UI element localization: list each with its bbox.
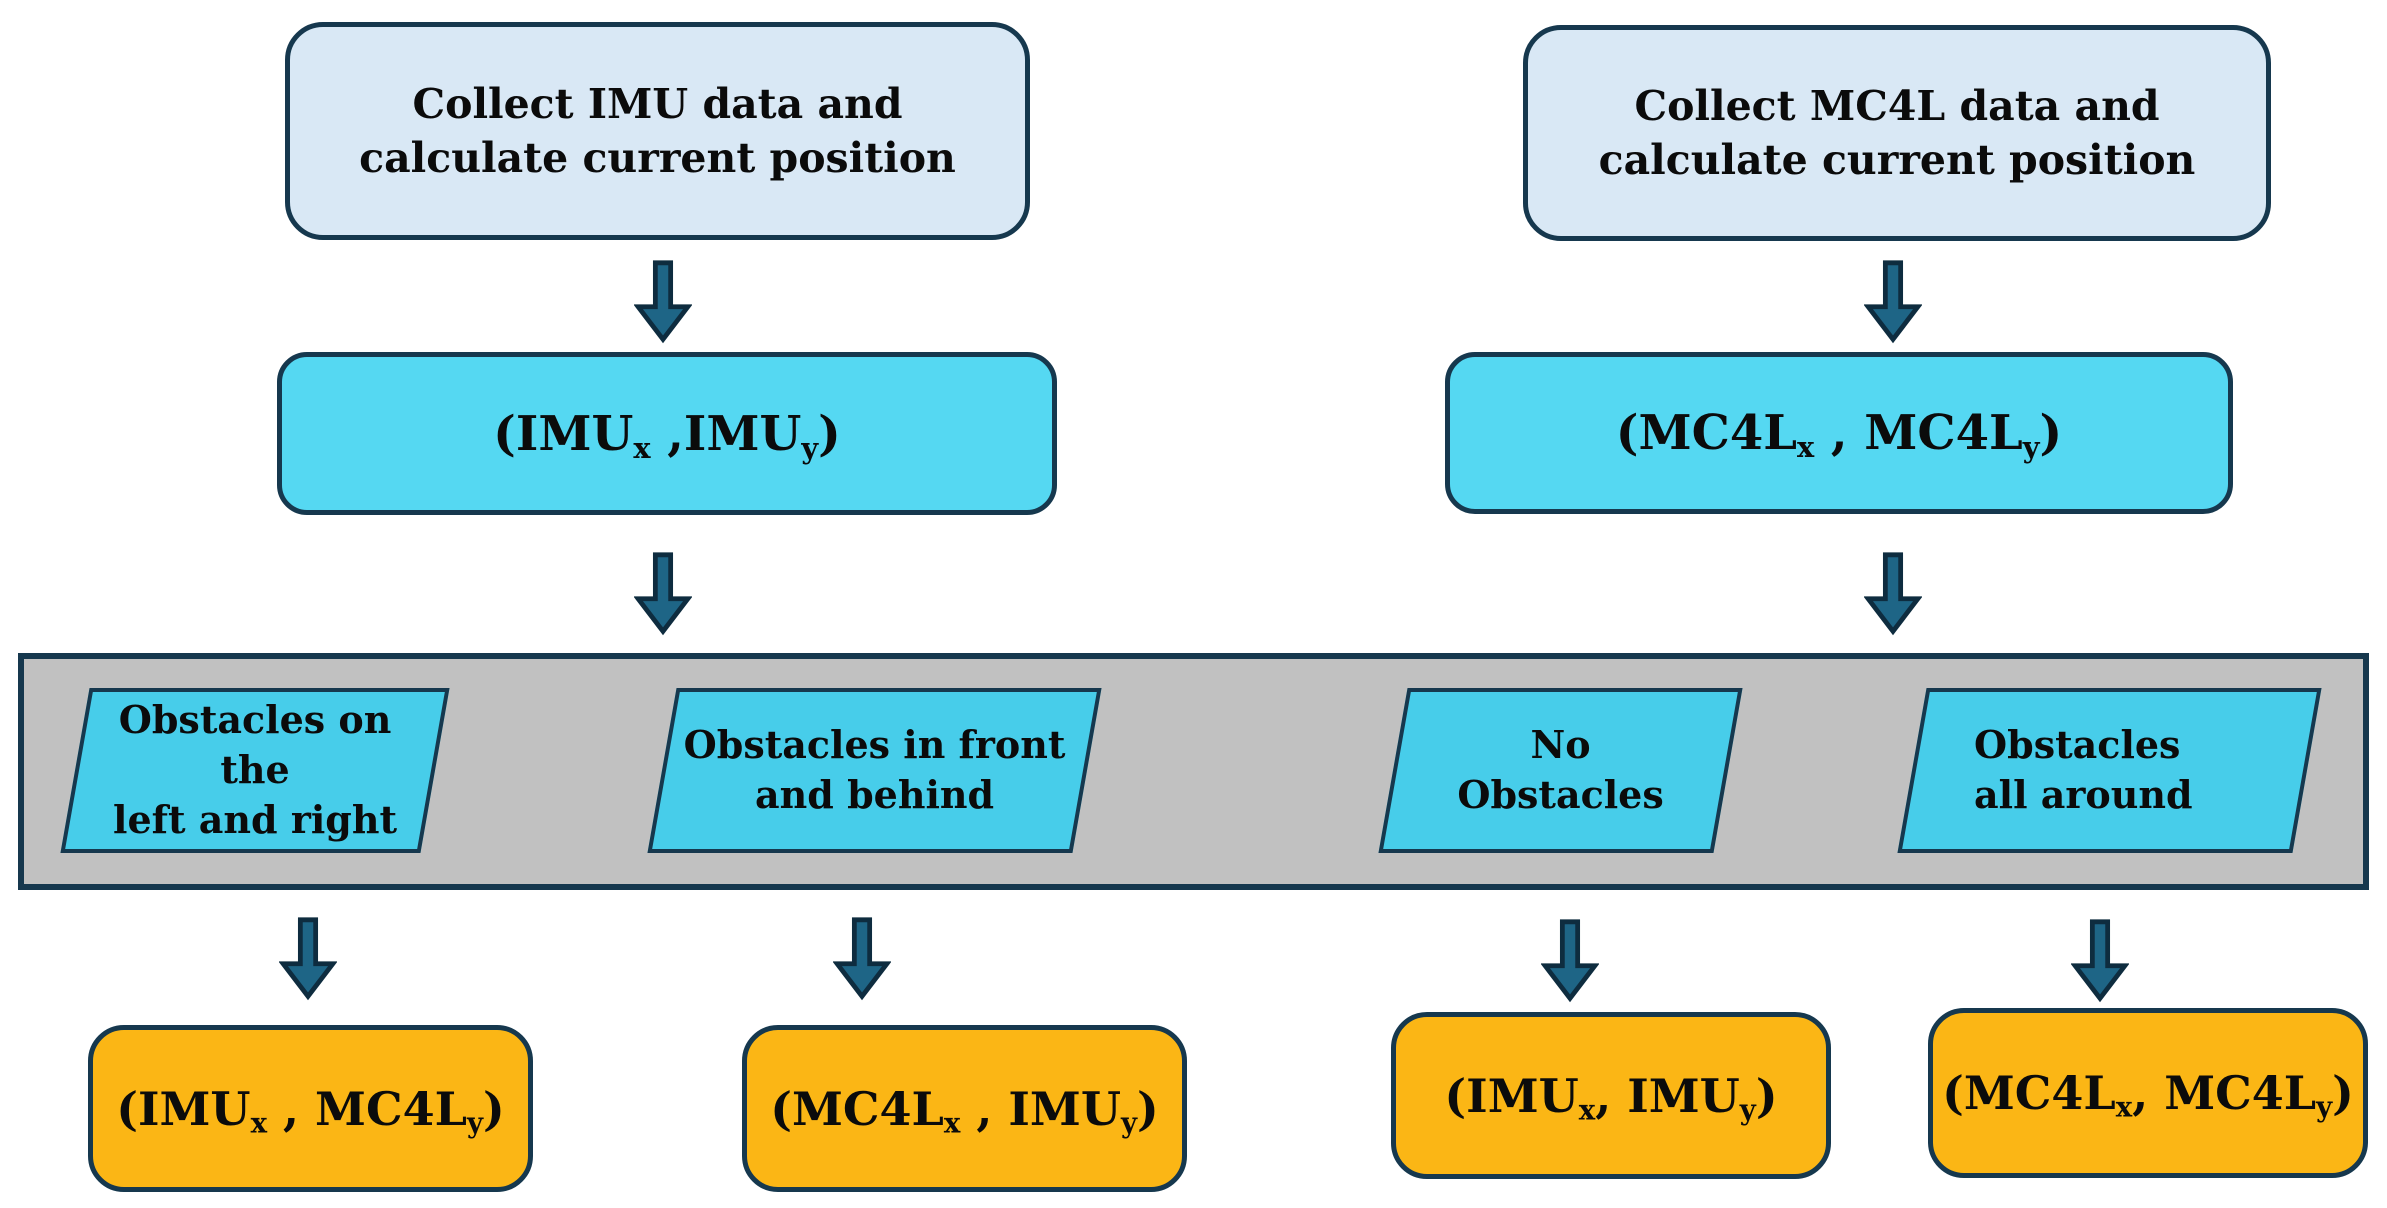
process-collect-mc4l-line2: calculate current position: [1598, 136, 2196, 184]
data-mc4l-position: (MC4Lx , MC4Ly): [1445, 352, 2233, 514]
data-imu-position: (IMUx ,IMUy): [277, 352, 1057, 515]
down-arrow-icon: [279, 917, 337, 1001]
data-mc4l-position-label: (MC4Lx , MC4Ly): [1615, 405, 2063, 465]
output-mc4lx-imuy-label: (MC4Lx , IMUy): [770, 1081, 1159, 1140]
output-imux-imuy: (IMUx, IMUy): [1391, 1012, 1831, 1179]
output-mc4lx-mc4ly-label: (MC4Lx, MC4Ly): [1942, 1066, 2354, 1124]
output-mc4lx-mc4ly: (MC4Lx, MC4Ly): [1928, 1008, 2368, 1178]
data-imu-position-label: (IMUx ,IMUy): [493, 405, 841, 465]
condition-obstacles-all-around: Obstacles all around: [1897, 688, 2322, 853]
down-arrow-icon: [634, 552, 692, 636]
process-collect-mc4l-line1: Collect MC4L data and: [1634, 81, 2160, 130]
condition-obstacles-all-around-label: Obstacles all around: [1974, 722, 2193, 818]
process-collect-imu-line2: calculate current position: [359, 134, 956, 182]
output-mc4lx-imuy: (MC4Lx , IMUy): [742, 1025, 1187, 1192]
condition-no-obstacles-label: No Obstacles: [1457, 722, 1664, 818]
down-arrow-icon: [1864, 260, 1922, 344]
process-collect-imu-line1: Collect IMU data and: [412, 79, 903, 128]
condition-obstacles-left-right-label: Obstacles on the left and right: [113, 697, 397, 843]
output-imux-imuy-label: (IMUx, IMUy): [1444, 1068, 1778, 1127]
condition-obstacles-left-right: Obstacles on the left and right: [60, 688, 450, 853]
process-collect-imu: Collect IMU data and calculate current p…: [285, 22, 1030, 240]
down-arrow-icon: [1864, 552, 1922, 636]
condition-no-obstacles: No Obstacles: [1378, 688, 1743, 853]
condition-obstacles-front-behind: Obstacles in front and behind: [647, 688, 1102, 853]
down-arrow-icon: [833, 917, 891, 1001]
output-imux-mc4ly-label: (IMUx , MC4Ly): [116, 1081, 505, 1140]
down-arrow-icon: [2071, 919, 2129, 1003]
down-arrow-icon: [634, 260, 692, 344]
output-imux-mc4ly: (IMUx , MC4Ly): [88, 1025, 533, 1192]
process-collect-mc4l: Collect MC4L data and calculate current …: [1523, 25, 2271, 241]
down-arrow-icon: [1541, 919, 1599, 1003]
condition-obstacles-front-behind-label: Obstacles in front and behind: [683, 722, 1066, 818]
